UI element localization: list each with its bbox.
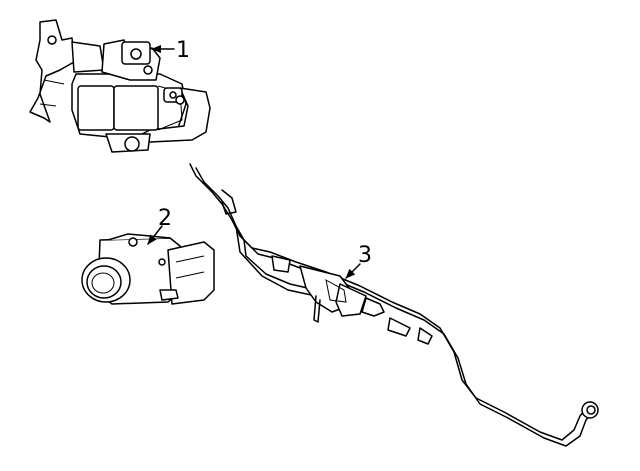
callout-2-leader bbox=[147, 225, 163, 245]
callout-3-leader bbox=[345, 263, 361, 279]
parking-sensor-drawing bbox=[81, 233, 215, 305]
callout-3: 3 bbox=[345, 243, 372, 279]
bracket-assembly-drawing bbox=[29, 19, 211, 153]
callout-2: 2 bbox=[147, 206, 172, 245]
callout-1: 1 bbox=[151, 38, 190, 63]
callout-1-label: 1 bbox=[176, 38, 190, 63]
callout-2-label: 2 bbox=[158, 206, 172, 231]
callout-3-label: 3 bbox=[358, 243, 372, 268]
wiring-harness-drawing bbox=[189, 163, 599, 447]
